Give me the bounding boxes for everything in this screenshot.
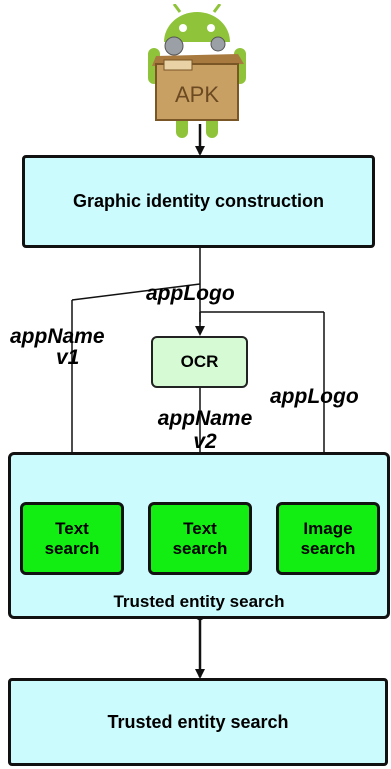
appname-v2-label: appName v2 bbox=[140, 408, 270, 452]
android-apk-icon: APK bbox=[148, 4, 246, 138]
applogo-center-label: appLogo bbox=[146, 282, 235, 305]
applogo-right-label: appLogo bbox=[270, 385, 359, 408]
appname-v2-line1: appName bbox=[157, 407, 253, 430]
image-search-box: Image search bbox=[276, 502, 380, 575]
trusted-entity-search-final-label: Trusted entity search bbox=[107, 711, 289, 732]
appname-v1-label: appName v1 bbox=[10, 326, 140, 368]
appname-v2-line2: v2 bbox=[193, 430, 217, 453]
appname-v1-line2: v1 bbox=[56, 346, 80, 369]
text-search-1-label: Text search bbox=[44, 518, 100, 558]
ocr-box: OCR bbox=[151, 336, 248, 388]
text-search-2-label: Text search bbox=[172, 518, 228, 558]
appname-v1-line1: appName bbox=[10, 325, 105, 348]
trusted-entity-search-final-box: Trusted entity search bbox=[8, 678, 388, 766]
image-search-label: Image search bbox=[300, 518, 356, 558]
text-search-1-box: Text search bbox=[20, 502, 124, 575]
ocr-label: OCR bbox=[180, 352, 219, 371]
text-search-2-box: Text search bbox=[148, 502, 252, 575]
trusted-entity-search-region-label: Trusted entity search bbox=[113, 592, 285, 611]
apk-label: APK bbox=[175, 82, 219, 107]
graphic-identity-box: Graphic identity construction bbox=[22, 155, 375, 248]
graphic-identity-label: Graphic identity construction bbox=[72, 191, 325, 211]
